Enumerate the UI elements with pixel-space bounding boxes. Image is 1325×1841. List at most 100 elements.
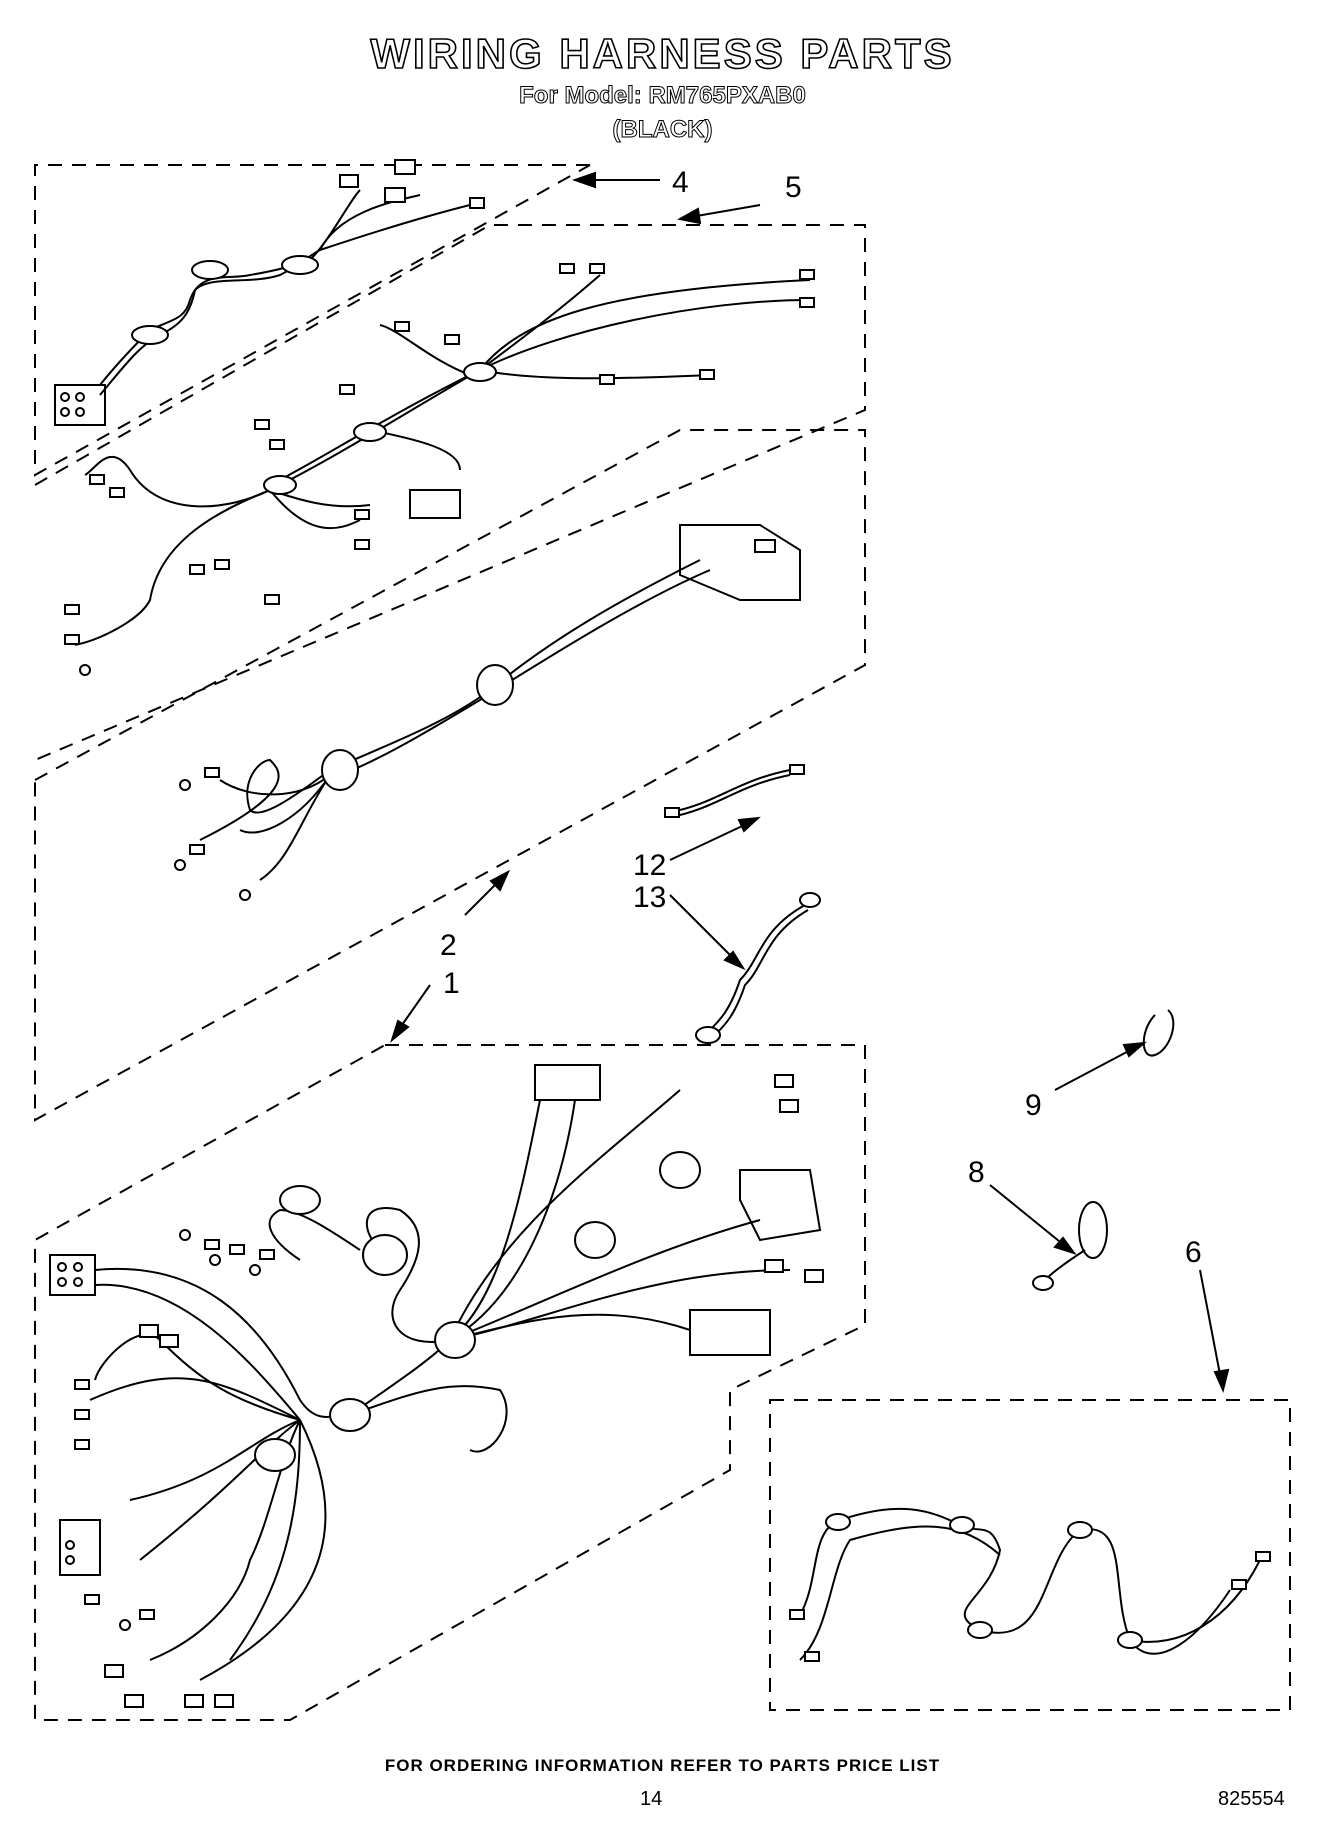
- harness-5-terminal: [64, 634, 80, 645]
- harness-5: [34, 224, 866, 761]
- harness-1-sleeve: [362, 1234, 408, 1276]
- part-9-clip: [1142, 1009, 1175, 1057]
- callout-4: 4: [672, 166, 689, 199]
- harness-1-sleeve: [574, 1221, 616, 1259]
- harness-5-terminal: [264, 594, 280, 605]
- harness-4: [34, 159, 591, 477]
- harness-1-terminal: [104, 1664, 124, 1678]
- harness-4-terminal: [384, 187, 406, 203]
- page-number: 14: [640, 1788, 663, 1810]
- harness-2-connector: [679, 524, 801, 601]
- harness-2-sleeve: [476, 664, 514, 706]
- harness-1-terminal: [159, 1334, 179, 1348]
- harness-1: [34, 1044, 866, 1721]
- harness-5-terminal: [599, 374, 615, 385]
- harness-5-terminal: [64, 604, 80, 615]
- harness-1-terminal: [259, 1249, 275, 1260]
- ordering-note: FOR ORDERING INFORMATION REFER TO PARTS …: [384, 1756, 941, 1775]
- harness-1-terminal: [229, 1244, 245, 1255]
- harness-4-terminal: [469, 197, 485, 209]
- harness-4-connector-block: [54, 384, 106, 426]
- harness-6: [769, 1399, 1291, 1711]
- harness-6-sleeve: [949, 1516, 975, 1534]
- model-line: For Model: RM765PXAB0: [519, 82, 807, 110]
- harness-1-sleeve: [434, 1321, 476, 1359]
- harness-1-terminal: [124, 1694, 144, 1708]
- harness-5-sleeve: [263, 475, 297, 495]
- harness-5-terminal: [444, 334, 460, 345]
- callout-6: 6: [1185, 1236, 1202, 1269]
- color-label: (BLACK): [612, 116, 713, 144]
- part-8-ground-clip: [1032, 1201, 1108, 1291]
- harness-1-connector: [534, 1064, 601, 1101]
- harness-1-terminal: [74, 1409, 90, 1420]
- harness-1-sleeve: [279, 1185, 321, 1215]
- harness-2-terminal: [189, 844, 205, 855]
- harness-6-sleeve: [1067, 1521, 1093, 1539]
- harness-6-terminal: [789, 1609, 805, 1620]
- harness-1-terminal: [764, 1259, 784, 1273]
- harness-5-terminal: [89, 474, 105, 485]
- callout-1: 1: [443, 967, 460, 1000]
- harness-4-terminal: [339, 174, 359, 188]
- harness-5-boundary: [34, 224, 866, 761]
- harness-5-terminal: [354, 509, 370, 520]
- part-12-jumper-wire: [664, 764, 805, 818]
- callout-arrows: [390, 171, 1230, 1394]
- harness-1-terminal: [139, 1609, 155, 1620]
- callout-8: 8: [968, 1156, 985, 1189]
- harness-4-boundary: [34, 164, 591, 477]
- harness-5-terminal: [214, 559, 230, 570]
- harness-1-terminal: [774, 1074, 794, 1088]
- harness-4-terminal: [394, 159, 416, 175]
- callout-5: 5: [785, 171, 802, 204]
- harness-4-sleeve: [281, 255, 319, 275]
- harness-2: [34, 429, 866, 1122]
- harness-6-sleeve: [1117, 1631, 1143, 1649]
- harness-6-terminal: [1231, 1579, 1247, 1590]
- harness-1-terminal: [74, 1439, 90, 1450]
- harness-4-sleeve: [191, 260, 229, 280]
- harness-2-terminal: [204, 767, 220, 778]
- harness-5-terminal: [699, 369, 715, 380]
- harness-1-connector-block: [49, 1254, 96, 1296]
- harness-6-terminal: [1255, 1551, 1271, 1562]
- harness-4-sleeve: [131, 325, 169, 345]
- harness-2-boundary: [34, 429, 866, 1122]
- callout-13: 13: [633, 881, 666, 914]
- harness-1-connector: [689, 1309, 771, 1356]
- harness-5-terminal: [254, 419, 270, 430]
- harness-1-sleeve: [329, 1398, 371, 1432]
- harness-5-sleeve: [353, 422, 387, 442]
- harness-1-terminal: [804, 1269, 824, 1283]
- harness-1-boundary: [34, 1044, 866, 1721]
- harness-5-terminal: [189, 564, 205, 575]
- page-title: WIRING HARNESS PARTS: [370, 29, 955, 78]
- harness-5-terminal: [589, 263, 605, 274]
- harness-1-sleeve: [254, 1438, 296, 1472]
- harness-5-terminal: [559, 263, 575, 274]
- harness-6-sleeve: [825, 1513, 851, 1531]
- harness-5-terminal: [799, 297, 815, 308]
- harness-1-terminal: [84, 1594, 100, 1605]
- document-number: 825554: [1218, 1788, 1285, 1810]
- callout-2: 2: [440, 929, 457, 962]
- harness-1-connector: [739, 1169, 822, 1242]
- callout-12: 12: [633, 849, 666, 882]
- harness-5-terminal: [109, 487, 125, 498]
- harness-1-terminal: [204, 1239, 220, 1250]
- harness-1-terminal: [74, 1379, 90, 1390]
- harness-6-sleeve: [967, 1621, 993, 1639]
- harness-1-terminal: [139, 1324, 159, 1338]
- harness-1-terminal: [184, 1694, 204, 1708]
- harness-5-terminal: [269, 439, 285, 450]
- harness-6-terminal: [804, 1651, 820, 1662]
- harness-5-terminal: [394, 321, 410, 332]
- harness-2-sleeve: [321, 749, 359, 791]
- part-13-ground-wire: [695, 892, 821, 1044]
- harness-5-terminal: [339, 384, 355, 395]
- harness-5-connector: [409, 489, 461, 519]
- harness-6-boundary: [769, 1399, 1291, 1711]
- harness-1-terminal: [214, 1694, 234, 1708]
